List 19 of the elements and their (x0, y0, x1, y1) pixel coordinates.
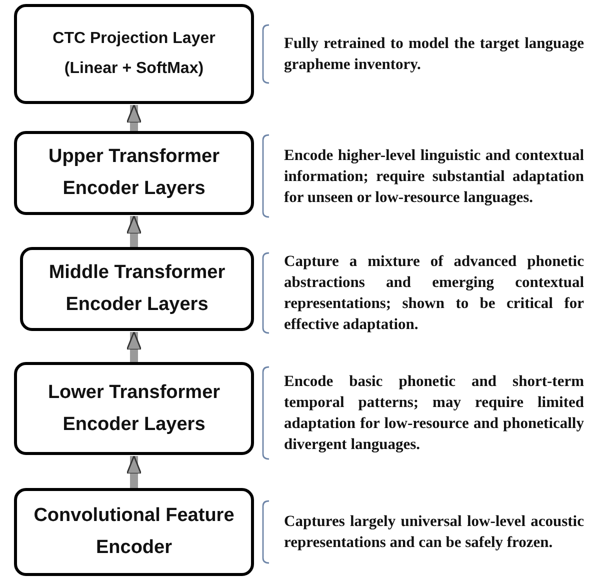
layer-description: Fully retrained to model the target language grapheme inventory. (284, 34, 584, 75)
layer-name: CTC Projection Layer (Linear + SoftMax) (52, 29, 216, 79)
block-arrow (126, 215, 142, 247)
layer-description: Captures largely universal low-level acoustic representations and can be safely frozen. (284, 512, 584, 553)
layer-description: Encode higher-level linguistic and contextual information; require substantial adaptation for unseen or low-resource languages. (284, 146, 584, 208)
block-arrow (126, 455, 142, 488)
block-arrow (126, 331, 142, 362)
layer-box (14, 362, 254, 455)
layer-box (14, 131, 254, 215)
layer-box (14, 4, 254, 104)
layer-name: Convolutional Feature Encoder (32, 504, 236, 560)
layer-description: Encode basic phonetic and short-term temporal patterns; may require limited adaptation for low-resource and phonetically divergent languages. (284, 372, 584, 455)
layer-name: Middle Transformer Encoder Layers (48, 261, 226, 317)
block-arrow (126, 104, 142, 131)
layer-description: Capture a mixture of advanced phonetic abstractions and emerging contextual representations; shown to be critical for effective adaptation. (284, 252, 584, 335)
layer-box (20, 247, 254, 331)
layer-name: Upper Transformer Encoder Layers (47, 145, 221, 201)
layer-name: Lower Transformer Encoder Layers (46, 380, 222, 436)
layer-box (14, 488, 254, 576)
